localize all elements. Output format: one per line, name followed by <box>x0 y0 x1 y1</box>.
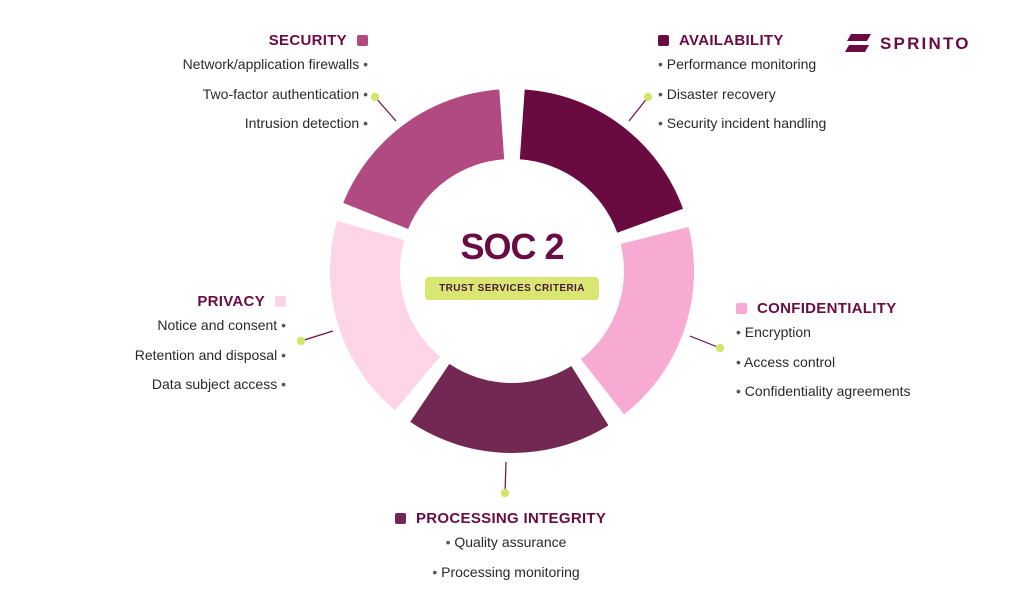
sprinto-logo: SPRINTO <box>845 34 971 54</box>
list-item: • Access control <box>736 353 836 370</box>
privacy-connector <box>296 330 334 346</box>
privacy-swatch <box>275 295 286 307</box>
processing-integrity-segment <box>410 363 609 454</box>
center-subtitle-badge: TRUST SERVICES CRITERIA <box>425 277 599 300</box>
processing-integrity-title: PROCESSING INTEGRITY <box>416 509 607 527</box>
center-title: SOC 2 <box>460 226 564 267</box>
processing-integrity-connector <box>500 461 510 498</box>
list-item: • Encryption <box>736 324 811 340</box>
privacy-group: PRIVACY Notice and consent • Retention a… <box>96 291 286 400</box>
list-item: • Processing monitoring <box>432 563 580 580</box>
security-connector <box>370 92 397 122</box>
availability-group: AVAILABILITY • Performance monitoring • … <box>658 30 918 139</box>
list-item: Two-factor authentication • <box>202 85 368 102</box>
list-item: Network/application firewalls • <box>182 56 368 72</box>
list-item: Retention and disposal • <box>134 346 286 363</box>
connector-dot <box>715 343 725 353</box>
security-group: SECURITY Network/application firewalls •… <box>140 30 368 139</box>
availability-connector <box>628 92 653 122</box>
list-item: • Disaster recovery <box>658 85 776 102</box>
connector-dot <box>500 488 510 498</box>
list-item: • Performance monitoring <box>658 56 817 72</box>
sprinto-logo-icon <box>845 34 871 52</box>
brand-name: SPRINTO <box>880 34 971 53</box>
confidentiality-title: CONFIDENTIALITY <box>757 299 897 317</box>
connector-dot <box>296 336 306 346</box>
security-segment <box>343 89 505 230</box>
list-item: Data subject access • <box>151 376 286 392</box>
processing-integrity-swatch <box>395 512 406 524</box>
list-item: Intrusion detection • <box>244 115 368 131</box>
list-item: • Confidentiality agreements <box>736 383 911 399</box>
list-item: • Quality assurance <box>445 534 567 550</box>
availability-title: AVAILABILITY <box>679 31 784 49</box>
processing-integrity-group: PROCESSING INTEGRITY • Quality assurance… <box>395 508 655 587</box>
list-item: Notice and consent • <box>157 317 286 333</box>
confidentiality-segment <box>580 226 694 415</box>
confidentiality-group: CONFIDENTIALITY • Encryption • Access co… <box>736 298 996 407</box>
connector-dot <box>370 92 380 102</box>
confidentiality-swatch <box>736 302 747 314</box>
security-swatch <box>357 34 368 46</box>
list-item: • Security incident handling <box>658 115 827 131</box>
confidentiality-connector <box>689 335 725 353</box>
privacy-segment <box>330 220 441 411</box>
privacy-title: PRIVACY <box>197 292 265 310</box>
availability-swatch <box>658 34 669 46</box>
security-title: SECURITY <box>268 31 347 49</box>
availability-segment <box>519 89 684 233</box>
connector-dot <box>643 92 653 102</box>
